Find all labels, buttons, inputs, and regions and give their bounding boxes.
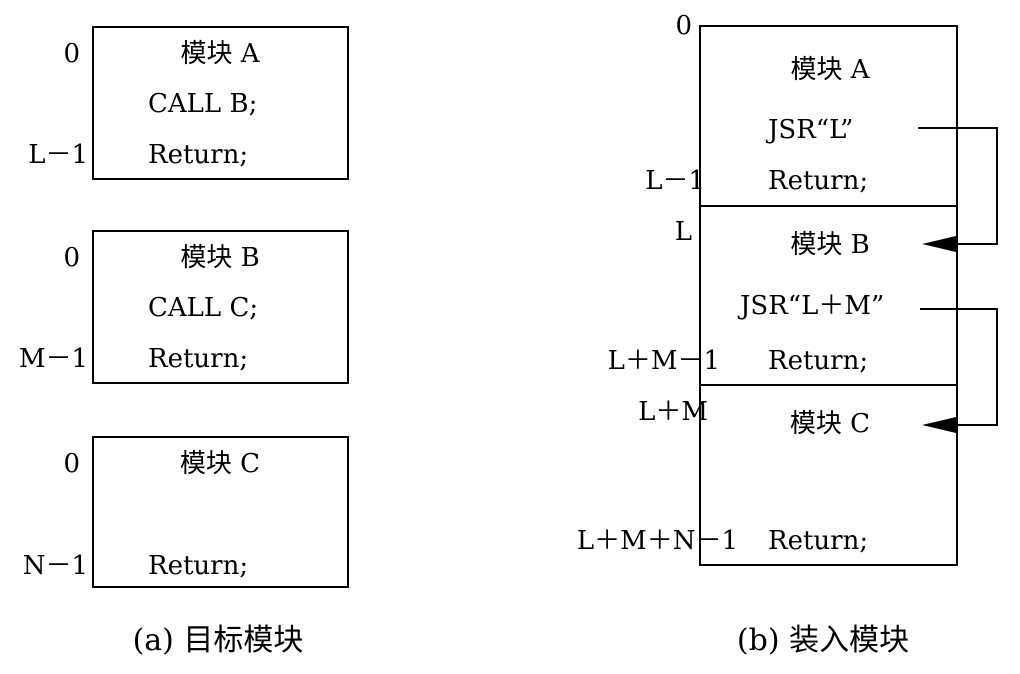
section-b-jsr: JSR“L＋M” [737,291,884,321]
section-a-jsr: JSR“L” [765,115,853,145]
address-l: L [675,217,692,247]
jump-arrow-to-c [920,308,998,426]
section-a-return: Return; [768,166,868,196]
module-a-box [92,26,349,180]
module-b-start-address: 0 [63,243,80,273]
section-b-title: 模块 B [790,230,869,260]
section-c-return: Return; [768,526,868,556]
caption-a: (a) 目标模块 [133,623,304,658]
module-b-end-address: M－1 [19,344,88,374]
module-b-call: CALL C; [148,293,258,323]
module-b-title: 模块 B [180,243,259,273]
module-a-return: Return; [148,140,248,170]
module-a-start-address: 0 [63,39,80,69]
module-a-end-address: L－1 [28,140,88,170]
section-a-title: 模块 A [790,55,870,85]
load-module-box [699,25,958,566]
module-a-title: 模块 A [180,39,260,69]
jump-arrow-to-b [918,127,998,245]
address-l-minus-1: L－1 [645,166,705,196]
arrowhead-to-b [922,236,956,252]
load-module-group: 模块 A JSR“L” Return; 模块 B JSR“L＋M” Return… [577,11,998,658]
address-0: 0 [675,11,692,41]
module-b-box [92,230,349,384]
module-c-title: 模块 C [180,449,260,479]
module-a-call: CALL B; [148,89,257,119]
arrowhead-to-c [922,417,956,433]
module-c-box [92,436,349,588]
module-b-return: Return; [148,344,248,374]
caption-b: (b) 装入模块 [737,623,909,658]
section-c-title: 模块 C [790,409,870,439]
module-c-start-address: 0 [63,449,80,479]
section-b-return: Return; [768,346,868,376]
module-c-end-address: N－1 [23,551,88,581]
module-c-return: Return; [148,551,248,581]
address-lm: L＋M [638,397,708,427]
address-lmn-minus-1: L＋M＋N－1 [577,526,738,556]
address-lm-minus-1: L＋M－1 [608,346,720,376]
target-modules-group: 模块 A CALL B; Return; 0 L－1 模块 B CALL C; … [19,26,349,658]
